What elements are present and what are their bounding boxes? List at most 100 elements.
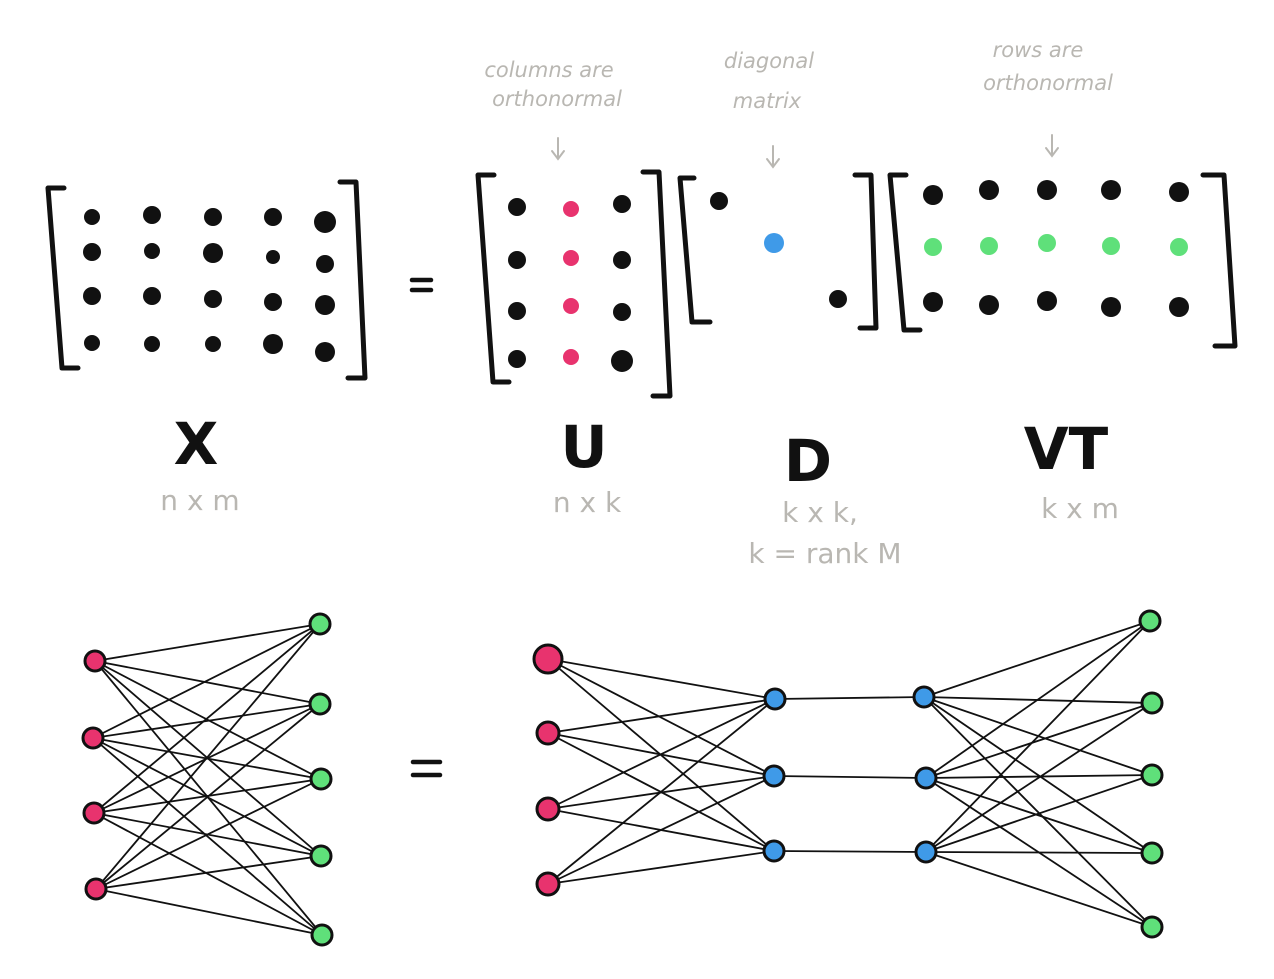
matrix-d-entry xyxy=(764,233,784,253)
matrix-vt-entry xyxy=(924,238,942,256)
matrix-x-entry xyxy=(204,208,222,226)
input-node xyxy=(81,726,105,750)
matrix-x-entry xyxy=(83,243,101,261)
d-note-arrow xyxy=(766,145,780,169)
matrix-vt-entry xyxy=(923,185,943,205)
u-note-line2: orthonormal xyxy=(492,87,622,111)
matrix-u-entry xyxy=(613,195,631,213)
network-edge xyxy=(925,620,1151,779)
input-node xyxy=(84,877,108,901)
matrix-x-entry xyxy=(144,243,160,259)
network-edge xyxy=(547,698,776,885)
input-node xyxy=(82,801,106,825)
matrix-d xyxy=(677,172,879,331)
matrix-x-entry xyxy=(143,287,161,305)
network-right-nodes xyxy=(532,609,1164,939)
input-node xyxy=(535,871,561,897)
matrix-u xyxy=(475,169,673,399)
matrix-d-right-bracket xyxy=(852,172,879,331)
matrix-x-entry xyxy=(266,250,280,264)
matrix-x-entry xyxy=(263,334,283,354)
matrix-x-entry xyxy=(264,208,282,226)
matrix-vt xyxy=(887,172,1238,349)
network-edge xyxy=(925,774,1153,853)
network-edge xyxy=(95,703,321,890)
network-edge xyxy=(923,620,1151,698)
output-node xyxy=(1140,691,1164,715)
matrix-x-right-bracket xyxy=(337,179,368,381)
output-node xyxy=(309,844,333,868)
network-edge xyxy=(773,775,927,779)
symbol-d: D xyxy=(784,427,832,495)
matrix-vt-entry xyxy=(1169,182,1189,202)
input-node xyxy=(532,643,564,675)
matrix-x-entry xyxy=(203,243,223,263)
matrix-vt-entry xyxy=(980,237,998,255)
hidden-node xyxy=(914,766,938,790)
matrix-x-entry xyxy=(316,255,334,273)
matrix-vt-entry xyxy=(979,295,999,315)
matrix-x-entry xyxy=(314,211,336,233)
matrix-u-entry xyxy=(563,298,579,314)
network-left-edges xyxy=(92,623,323,936)
input-node xyxy=(535,720,561,746)
network-edge xyxy=(94,660,321,705)
matrix-vt-dots xyxy=(923,180,1189,317)
matrix-x-dots xyxy=(83,206,336,362)
output-node xyxy=(308,612,332,636)
hidden-node xyxy=(914,840,938,864)
matrix-u-dots xyxy=(508,195,633,372)
matrix-u-entry xyxy=(563,349,579,365)
matrix-x-entry xyxy=(143,206,161,224)
network-edge xyxy=(774,696,925,700)
matrix-u-right-bracket xyxy=(640,169,673,399)
output-node xyxy=(309,767,333,791)
matrix-x-left-bracket xyxy=(45,185,81,371)
output-node xyxy=(310,923,334,947)
matrix-vt-entry xyxy=(1170,238,1188,256)
matrix-u-entry xyxy=(611,350,633,372)
matrix-x xyxy=(45,179,368,381)
dims-u: n x k xyxy=(553,486,622,519)
network-edge xyxy=(92,623,321,739)
matrix-x-entry xyxy=(144,336,160,352)
dims-d-line1: k x k, xyxy=(782,496,858,529)
hidden-node xyxy=(763,687,787,711)
network-edge xyxy=(93,623,321,814)
input-node xyxy=(83,649,107,673)
symbol-u: U xyxy=(560,413,607,481)
network-edge xyxy=(95,623,321,890)
symbol-x: X xyxy=(174,410,219,478)
matrix-vt-left-bracket xyxy=(887,172,923,333)
symbol-vt: VT xyxy=(1024,415,1109,483)
matrix-x-entry xyxy=(315,295,335,315)
network-edge xyxy=(95,778,322,890)
matrix-x-entry xyxy=(204,290,222,308)
matrix-d-dots xyxy=(710,192,847,308)
matrix-u-entry xyxy=(563,201,579,217)
vt-note-arrow xyxy=(1045,134,1059,158)
matrix-x-entry xyxy=(205,336,221,352)
network-edge xyxy=(925,620,1151,853)
matrix-vt-entry xyxy=(923,292,943,312)
matrix-vt-right-bracket xyxy=(1200,172,1238,349)
matrix-u-entry xyxy=(563,250,579,266)
matrix-vt-entry xyxy=(1101,297,1121,317)
network-edge xyxy=(925,777,1153,854)
network-edge xyxy=(547,658,776,700)
network-edge xyxy=(95,855,322,890)
matrix-vt-entry xyxy=(1038,234,1056,252)
vt-note-line2: orthonormal xyxy=(983,71,1113,95)
matrix-vt-entry xyxy=(1102,237,1120,255)
network-edge xyxy=(92,703,321,739)
hidden-node xyxy=(762,839,786,863)
u-note-line1: columns are xyxy=(484,58,613,82)
dims-x: n x m xyxy=(160,484,239,517)
output-node xyxy=(1138,609,1162,633)
output-node xyxy=(1140,915,1164,939)
matrix-x-entry xyxy=(84,209,100,225)
u-note-arrow xyxy=(551,137,565,161)
network-edge xyxy=(925,702,1153,779)
matrix-d-left-bracket xyxy=(677,175,713,325)
